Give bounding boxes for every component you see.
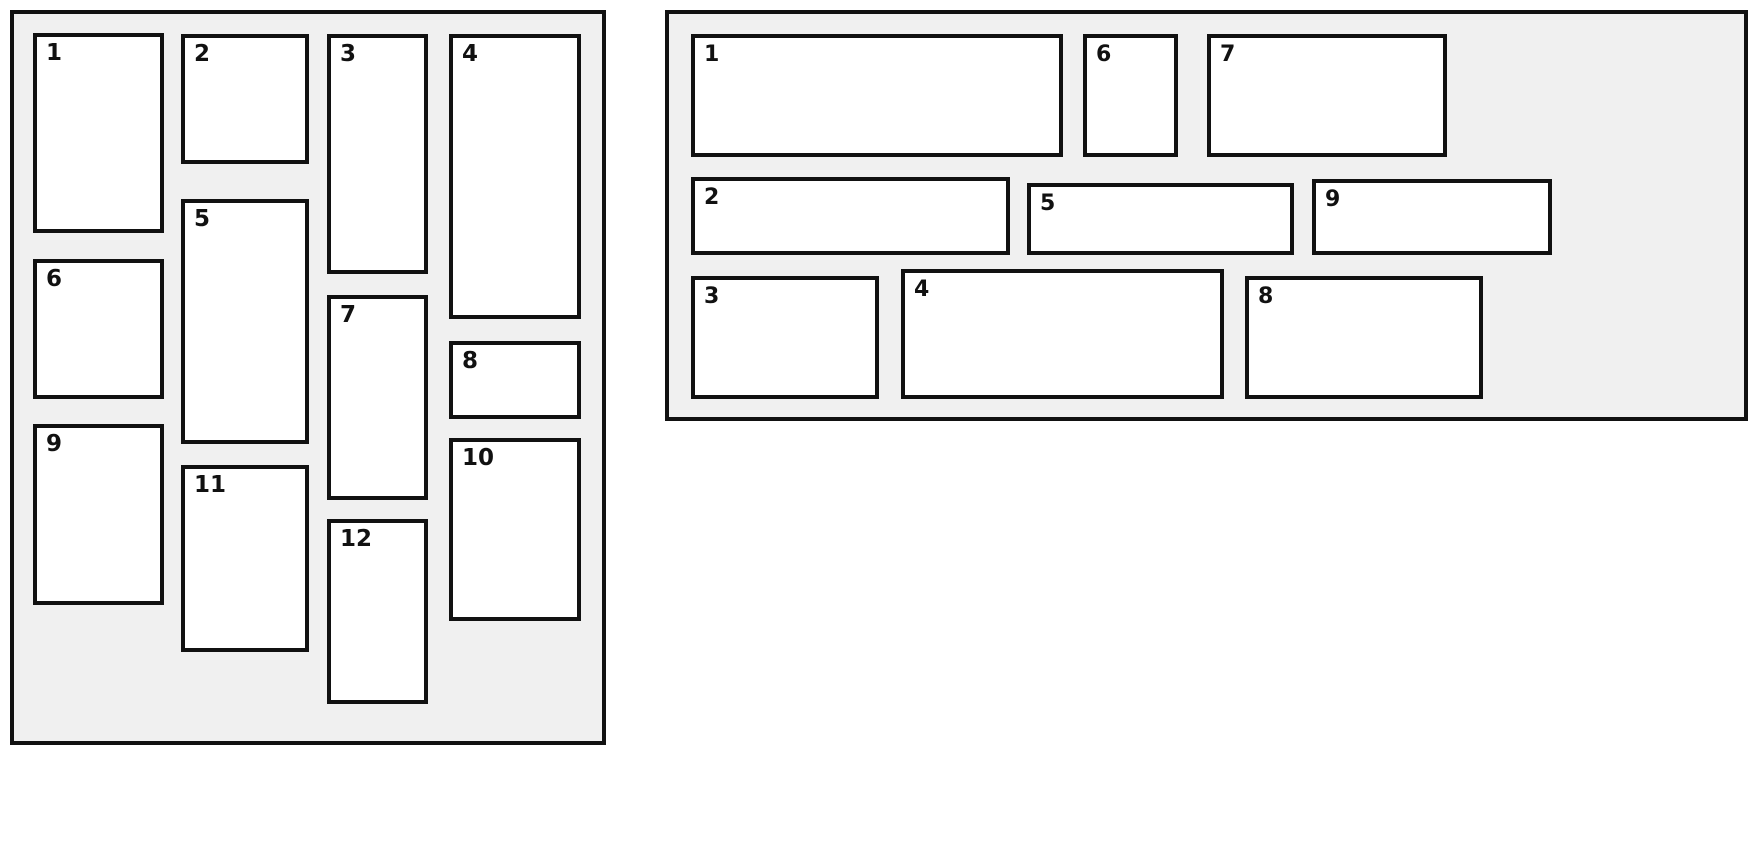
region-box[interactable]: 6 [33,259,164,399]
region-box[interactable]: 3 [691,276,879,399]
region-box-number: 6 [46,266,63,292]
region-box[interactable]: 12 [327,519,428,704]
region-box[interactable]: 6 [1083,34,1178,157]
region-box[interactable]: 4 [901,269,1224,399]
region-box-number: 2 [194,41,211,67]
region-box-number: 2 [704,185,720,210]
region-box[interactable]: 4 [449,34,581,319]
region-box-number: 11 [194,472,227,498]
region-box[interactable]: 5 [1027,183,1294,255]
region-box-number: 1 [46,40,63,66]
region-box-number: 4 [462,41,479,67]
region-box-number: 5 [194,206,211,232]
region-box-number: 9 [46,431,63,457]
region-box-number: 5 [1040,191,1056,216]
region-box-number: 4 [914,277,930,302]
region-box[interactable]: 1 [691,34,1063,157]
region-box[interactable]: 8 [1245,276,1483,399]
region-box-number: 10 [462,445,495,471]
region-box[interactable]: 1 [33,33,164,233]
region-box[interactable]: 2 [691,177,1010,255]
region-box[interactable]: 3 [327,34,428,274]
region-box[interactable]: 11 [181,465,309,652]
region-box[interactable]: 7 [1207,34,1447,157]
region-box-number: 3 [704,284,720,309]
region-box[interactable]: 9 [33,424,164,605]
region-box[interactable]: 7 [327,295,428,500]
region-box[interactable]: 5 [181,199,309,444]
region-box[interactable]: 2 [181,34,309,164]
region-box-number: 12 [340,526,373,552]
region-box[interactable]: 9 [1312,179,1552,255]
region-box[interactable]: 10 [449,438,581,621]
region-box-number: 7 [1220,42,1236,67]
region-box-number: 3 [340,41,357,67]
region-box-number: 8 [462,348,479,374]
region-box-number: 8 [1258,284,1274,309]
region-box-number: 7 [340,302,357,328]
region-box[interactable]: 8 [449,341,581,419]
right-panel: 1 6 7 2 5 9 3 4 8 [665,10,1748,421]
region-box-number: 9 [1325,187,1341,212]
region-box-number: 6 [1096,42,1112,67]
region-box-number: 1 [704,42,720,67]
